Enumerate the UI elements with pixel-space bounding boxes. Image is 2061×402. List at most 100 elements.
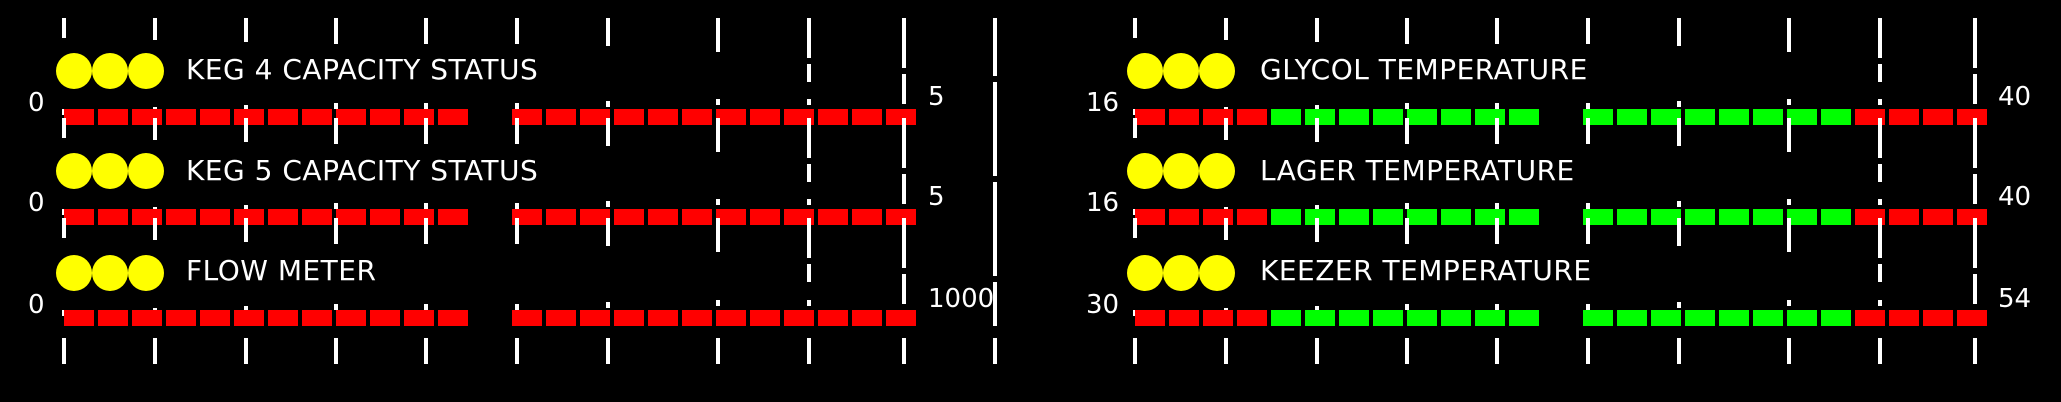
scale-max-label: 40 xyxy=(1998,182,2032,212)
scale-tick xyxy=(515,18,519,44)
scale-tick xyxy=(1224,338,1228,364)
scale-tick xyxy=(1787,218,1791,252)
bar-segment xyxy=(886,109,916,125)
scale-tick xyxy=(1878,18,1882,58)
scale-tick xyxy=(1878,99,1882,105)
scale-tick xyxy=(1133,118,1137,138)
scale-tick xyxy=(1878,199,1882,205)
scale-tick xyxy=(1586,338,1590,364)
bar-segment xyxy=(1957,310,1987,326)
bar-segment xyxy=(886,310,916,326)
bar-segment xyxy=(682,109,712,125)
bar-segment xyxy=(648,109,678,125)
bar-segment xyxy=(1339,209,1369,225)
scale-tick xyxy=(1495,218,1499,244)
bar-segment xyxy=(716,109,746,125)
scale-tick xyxy=(1224,218,1228,240)
scale-tick xyxy=(424,218,428,244)
scale-tick xyxy=(807,199,811,205)
bar-segment xyxy=(1685,109,1715,125)
scale-tick xyxy=(1677,118,1681,146)
scale-tick xyxy=(1495,304,1499,310)
scale-tick xyxy=(807,164,811,182)
scale-tick xyxy=(1405,18,1409,44)
bar-segment xyxy=(1305,310,1335,326)
scale-tick xyxy=(902,18,906,68)
bar-segment xyxy=(1237,310,1267,326)
scale-tick xyxy=(1787,338,1791,364)
bar-segment xyxy=(1753,109,1783,125)
bar-segment xyxy=(512,109,542,125)
scale-tick xyxy=(1973,74,1977,104)
scale-tick xyxy=(1677,101,1681,107)
bar-segment xyxy=(302,209,332,225)
scale-max-label: 54 xyxy=(1998,284,2032,314)
bar-segment xyxy=(1237,209,1267,225)
scale-tick xyxy=(1495,338,1499,364)
scale-tick xyxy=(1878,300,1882,306)
bar-segment xyxy=(404,209,434,225)
scale-tick xyxy=(1133,18,1137,38)
scale-tick xyxy=(244,18,248,42)
bar-segment xyxy=(1407,310,1437,326)
bar-segment xyxy=(268,310,298,326)
bar-segment xyxy=(818,310,848,326)
scale-tick xyxy=(1495,103,1499,109)
indicator-lamp-icon xyxy=(56,153,92,189)
meter-title: KEEZER TEMPERATURE xyxy=(1260,254,1592,287)
scale-tick xyxy=(606,218,610,246)
bar-segment xyxy=(98,310,128,326)
bar-segment xyxy=(716,209,746,225)
scale-tick xyxy=(1973,118,1977,168)
bar-segment xyxy=(580,109,610,125)
bar-segment xyxy=(1271,109,1301,125)
bar-segment xyxy=(1583,209,1613,225)
scale-tick xyxy=(334,218,338,244)
bar-segment xyxy=(438,109,468,125)
scale-tick xyxy=(993,182,997,226)
scale-tick xyxy=(993,338,997,364)
bar-segment xyxy=(648,310,678,326)
bar-segment xyxy=(64,310,94,326)
scale-tick xyxy=(1787,300,1791,306)
bar-segment xyxy=(1821,310,1851,326)
indicator-lamp-icon xyxy=(1127,255,1163,291)
bar-segment xyxy=(234,310,264,326)
scale-tick xyxy=(993,118,997,176)
bar-segment xyxy=(1169,209,1199,225)
bar-segment xyxy=(1509,310,1539,326)
bar-segment xyxy=(336,209,366,225)
bar-segment xyxy=(546,310,576,326)
bar-segment xyxy=(614,310,644,326)
scale-tick xyxy=(1878,118,1882,158)
bar-segment xyxy=(1889,209,1919,225)
bar-segment xyxy=(1855,209,1885,225)
scale-max-label: 5 xyxy=(928,82,945,112)
scale-tick xyxy=(993,18,997,76)
scale-tick xyxy=(1405,218,1409,244)
scale-tick xyxy=(993,282,997,326)
bar-segment xyxy=(1685,209,1715,225)
scale-tick xyxy=(1405,103,1409,109)
bar-segment xyxy=(1169,109,1199,125)
bar-segment xyxy=(1889,310,1919,326)
bar-segment xyxy=(614,109,644,125)
bar-segment xyxy=(404,310,434,326)
scale-tick xyxy=(244,218,248,242)
scale-tick xyxy=(902,338,906,364)
indicator-lamp-icon xyxy=(1163,255,1199,291)
scale-tick xyxy=(1405,118,1409,144)
scale-tick xyxy=(334,18,338,44)
bar-segment xyxy=(1203,209,1233,225)
indicator-lamp-icon xyxy=(56,255,92,291)
indicator-lamp-icon xyxy=(92,255,128,291)
indicator-lamp-icon xyxy=(1199,53,1235,89)
scale-min-label: 0 xyxy=(28,88,45,118)
scale-tick xyxy=(1677,218,1681,246)
scale-tick xyxy=(807,64,811,82)
bar-segment xyxy=(1821,109,1851,125)
scale-tick xyxy=(62,338,66,364)
bar-segment xyxy=(234,109,264,125)
bar-segment xyxy=(1923,209,1953,225)
scale-tick xyxy=(1973,274,1977,304)
